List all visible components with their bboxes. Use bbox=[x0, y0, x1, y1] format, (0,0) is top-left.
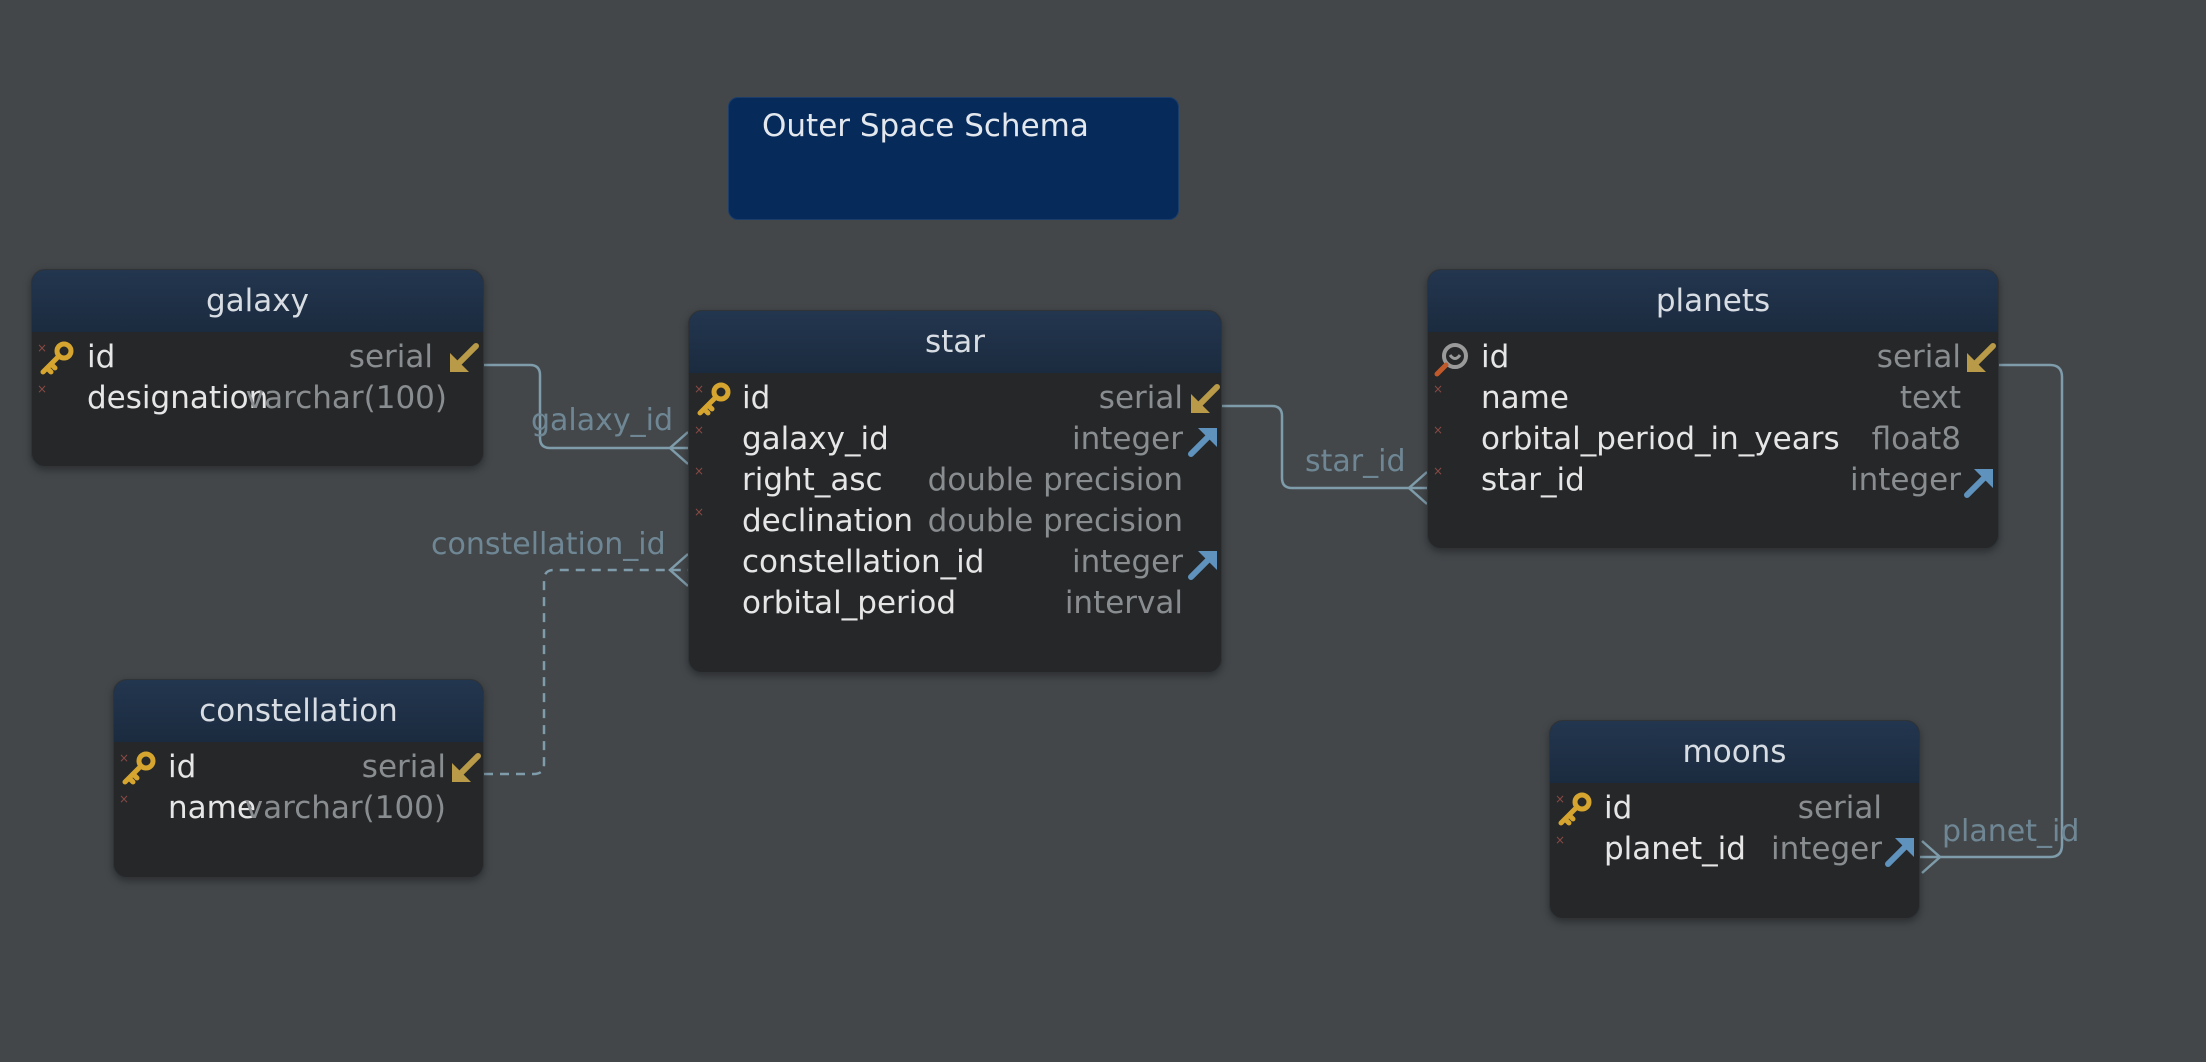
relation-label-galaxy-id: galaxy_id bbox=[531, 403, 674, 438]
crowfoot-star-planets bbox=[1407, 471, 1428, 505]
column-name: orbital_period_in_years bbox=[1481, 421, 1840, 457]
column-name: right_asc bbox=[742, 462, 883, 498]
column-row[interactable]: × star_id integer bbox=[1428, 459, 1998, 500]
column-type: varchar(100) bbox=[244, 790, 446, 826]
column-row[interactable]: × id serial bbox=[114, 746, 483, 787]
not-null-mark: × bbox=[694, 423, 705, 437]
column-name: name bbox=[168, 790, 256, 826]
column-name: designation bbox=[87, 380, 269, 416]
column-type: serial bbox=[1797, 790, 1882, 826]
arrow-up-right-icon bbox=[1885, 838, 1914, 867]
column-type: integer bbox=[1771, 831, 1882, 867]
column-type: float8 bbox=[1871, 421, 1961, 457]
relation-label-constellation-id: constellation_id bbox=[431, 527, 666, 562]
not-null-mark: × bbox=[37, 341, 48, 355]
not-null-mark: × bbox=[1555, 833, 1566, 847]
schema-note[interactable]: Outer Space Schema bbox=[728, 97, 1179, 220]
column-type: integer bbox=[1072, 544, 1183, 580]
not-null-mark: × bbox=[119, 792, 130, 806]
not-null-mark: × bbox=[694, 505, 705, 519]
column-name: id bbox=[1481, 339, 1510, 375]
column-name: declination bbox=[742, 503, 914, 539]
relation-label-star-id: star_id bbox=[1305, 444, 1406, 479]
connector-constellation-star[interactable] bbox=[484, 568, 688, 776]
column-row[interactable]: × id serial bbox=[32, 336, 483, 377]
column-row[interactable]: × name text bbox=[1428, 377, 1998, 418]
table-title[interactable]: moons bbox=[1550, 721, 1919, 783]
not-null-mark: × bbox=[1555, 792, 1566, 806]
column-name: star_id bbox=[1481, 462, 1585, 498]
arrow-up-right-icon bbox=[1964, 469, 1993, 498]
not-null-mark: × bbox=[1433, 382, 1444, 396]
column-name: name bbox=[1481, 380, 1569, 416]
arrow-down-left-icon bbox=[1967, 343, 1996, 372]
crowfoot-planets-moons bbox=[1921, 840, 1942, 874]
arrow-down-left-icon bbox=[452, 753, 481, 782]
unique-key-icon bbox=[1434, 343, 1468, 377]
column-row[interactable]: orbital_period interval bbox=[689, 582, 1221, 623]
column-type: integer bbox=[1850, 462, 1961, 498]
arrow-up-right-icon bbox=[1188, 428, 1217, 457]
not-null-mark: × bbox=[119, 751, 130, 765]
schema-note-title: Outer Space Schema bbox=[762, 108, 1089, 144]
not-null-mark: × bbox=[694, 382, 705, 396]
table-planets[interactable]: planets id serial × name text bbox=[1427, 269, 1999, 549]
column-name: id bbox=[87, 339, 116, 375]
not-null-mark: × bbox=[1433, 423, 1444, 437]
column-name: id bbox=[742, 380, 771, 416]
column-type: interval bbox=[1064, 585, 1183, 621]
column-type: double precision bbox=[927, 503, 1183, 539]
column-row[interactable]: × declination double precision bbox=[689, 500, 1221, 541]
column-type: double precision bbox=[927, 462, 1183, 498]
key-icon bbox=[40, 341, 74, 375]
column-row[interactable]: × planet_id integer bbox=[1550, 828, 1919, 869]
column-type: serial bbox=[361, 749, 446, 785]
column-row[interactable]: × designation varchar(100) bbox=[32, 377, 483, 418]
column-name: constellation_id bbox=[742, 544, 985, 580]
not-null-mark: × bbox=[1433, 464, 1444, 478]
column-type: serial bbox=[1098, 380, 1183, 416]
arrow-up-right-icon bbox=[1188, 551, 1217, 580]
arrow-down-left-icon bbox=[450, 343, 479, 372]
table-moons[interactable]: moons × id serial × planet_id integer bbox=[1549, 720, 1920, 919]
column-type: serial bbox=[348, 339, 433, 375]
column-row[interactable]: × id serial bbox=[689, 377, 1221, 418]
column-row[interactable]: constellation_id integer bbox=[689, 541, 1221, 582]
arrow-down-left-icon bbox=[1191, 384, 1220, 413]
column-name: orbital_period bbox=[742, 585, 957, 621]
crowfoot-constellation-star bbox=[668, 553, 689, 587]
not-null-mark: × bbox=[37, 382, 48, 396]
column-row[interactable]: × name varchar(100) bbox=[114, 787, 483, 828]
column-type: text bbox=[1899, 380, 1961, 416]
table-title[interactable]: planets bbox=[1428, 270, 1998, 332]
table-star[interactable]: star × id serial × galaxy_id integer bbox=[688, 310, 1222, 673]
table-galaxy[interactable]: galaxy × id serial × designation varchar… bbox=[31, 269, 484, 467]
relation-label-planet-id: planet_id bbox=[1942, 814, 2080, 849]
column-type: integer bbox=[1072, 421, 1183, 457]
column-row[interactable]: × galaxy_id integer bbox=[689, 418, 1221, 459]
not-null-mark: × bbox=[694, 464, 705, 478]
table-title[interactable]: constellation bbox=[114, 680, 483, 742]
table-title[interactable]: star bbox=[689, 311, 1221, 373]
column-type: serial bbox=[1876, 339, 1961, 375]
column-row[interactable]: × right_asc double precision bbox=[689, 459, 1221, 500]
column-name: id bbox=[1604, 790, 1633, 826]
key-icon bbox=[697, 382, 731, 416]
column-name: id bbox=[168, 749, 197, 785]
key-icon bbox=[122, 751, 156, 785]
column-row[interactable]: id serial bbox=[1428, 336, 1998, 377]
column-row[interactable]: × id serial bbox=[1550, 787, 1919, 828]
table-title[interactable]: galaxy bbox=[32, 270, 483, 332]
column-name: planet_id bbox=[1604, 831, 1746, 867]
key-icon bbox=[1558, 792, 1592, 826]
table-constellation[interactable]: constellation × id serial × name varchar… bbox=[113, 679, 484, 878]
column-type: varchar(100) bbox=[245, 380, 447, 416]
column-row[interactable]: × orbital_period_in_years float8 bbox=[1428, 418, 1998, 459]
column-name: galaxy_id bbox=[742, 421, 889, 457]
